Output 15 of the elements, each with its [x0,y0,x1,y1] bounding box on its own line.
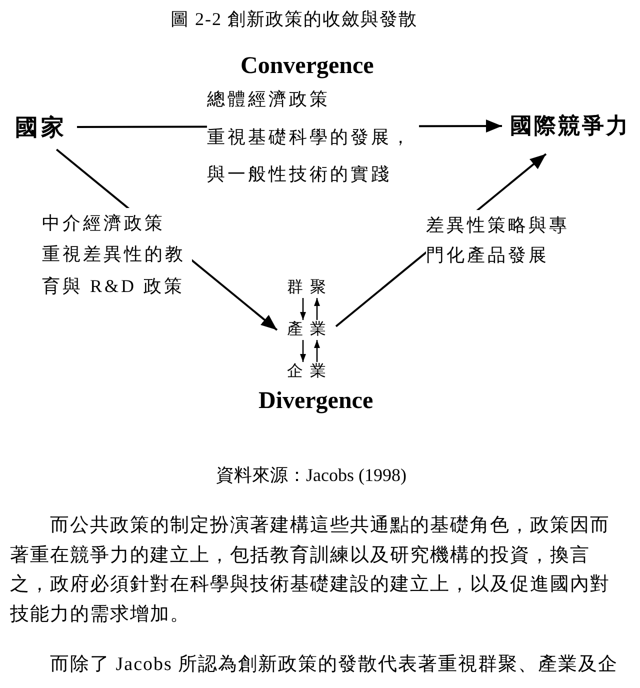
arrow [314,340,320,362]
arrow [300,298,306,320]
heading-text: Convergence [240,52,374,81]
body-paragraph: 而除了 Jacobs 所認為創新政策的發散代表著重視群聚、產業及企 [49,653,618,677]
node-label: 產業 [287,321,326,339]
node-label: 企業 [287,363,326,381]
node-label: 國家 [15,112,67,142]
body-paragraph: 而公共政策的制定扮演著建構這些共通點的基礎角色，政策因而著重在競爭力的建立上，包括教育訓練以及研究機構的投資，換言之，政府必須針對在科學與技術基礎建設的建立上，以及促進國內對技能力的需求增加。 [10,514,611,626]
node-label: 國際競爭力 [510,112,630,140]
arrow [300,340,306,362]
caption-text: 資料來源：Jacobs (1998) [216,464,406,486]
figure-title: 圖 2-2 創新政策的收斂與發散 [170,8,418,30]
arrow [314,298,320,320]
heading-text: Divergence [258,387,374,416]
node-label: 群聚 [287,279,326,297]
